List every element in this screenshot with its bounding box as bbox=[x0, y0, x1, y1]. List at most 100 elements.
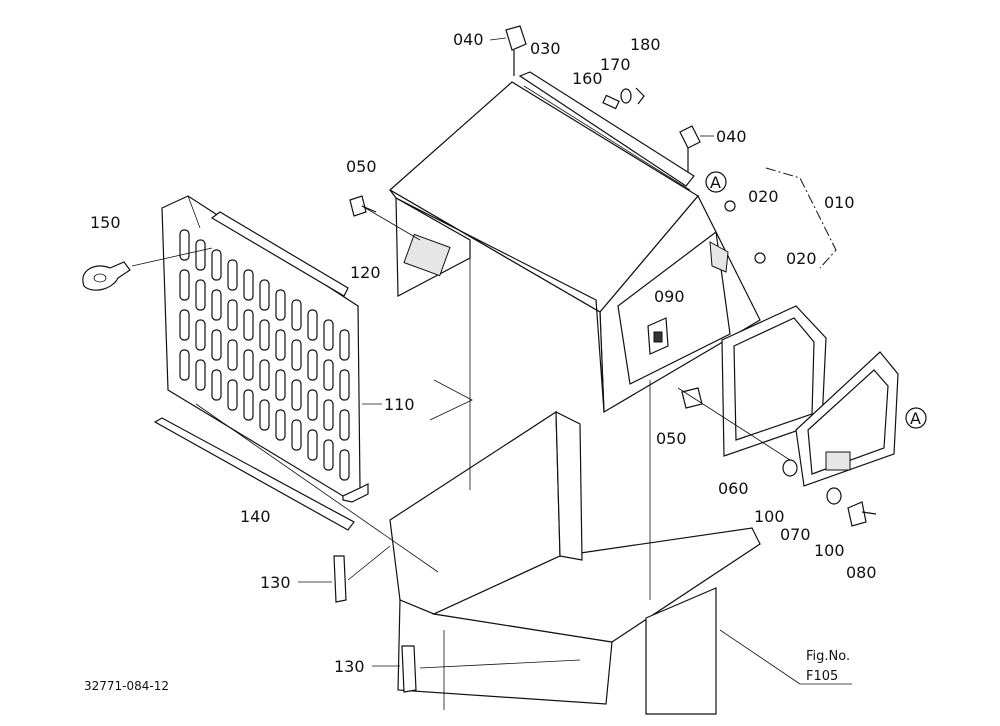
callout-090: 090 bbox=[654, 287, 685, 306]
grille-slot bbox=[211, 329, 222, 361]
top-cover bbox=[388, 81, 761, 414]
leader-lines bbox=[131, 205, 791, 669]
grille-slot bbox=[179, 309, 190, 341]
grille-slot bbox=[195, 319, 206, 351]
svg-text:A: A bbox=[910, 409, 921, 428]
callout-010: 010 bbox=[824, 193, 855, 212]
figure-reference: Fig.No. F105 bbox=[719, 629, 852, 685]
grille-panel bbox=[161, 195, 369, 503]
grille-slot bbox=[227, 339, 238, 371]
bolt-160 bbox=[602, 94, 620, 110]
grille-slot bbox=[259, 399, 270, 431]
grille-slot bbox=[211, 369, 222, 401]
grille-slot bbox=[339, 409, 350, 441]
callout-080: 080 bbox=[846, 563, 877, 582]
grille-slot bbox=[307, 389, 318, 421]
callout-150: 150 bbox=[90, 213, 121, 232]
grille-slot bbox=[195, 359, 206, 391]
callout-040a: 040 bbox=[453, 30, 484, 49]
grille-slot bbox=[291, 299, 302, 331]
svg-text:A: A bbox=[710, 173, 721, 192]
grille-slot bbox=[259, 359, 270, 391]
grille-slot bbox=[227, 259, 238, 291]
grille-slot bbox=[259, 279, 270, 311]
grille-slot bbox=[195, 239, 206, 271]
pad-130-lower bbox=[401, 645, 417, 693]
grille-slot bbox=[243, 349, 254, 381]
grille-slot bbox=[291, 419, 302, 451]
callout-120: 120 bbox=[350, 263, 381, 282]
grille-slot bbox=[307, 429, 318, 461]
washer-100-b bbox=[826, 487, 842, 505]
grille-slot bbox=[211, 289, 222, 321]
bolt-050-right bbox=[681, 387, 703, 409]
callout-060: 060 bbox=[718, 479, 749, 498]
callout-070: 070 bbox=[780, 525, 811, 544]
grille-slot bbox=[291, 379, 302, 411]
seal-strip-140 bbox=[153, 417, 355, 531]
grille-slot bbox=[243, 389, 254, 421]
frame-base bbox=[389, 410, 761, 715]
callout-140: 140 bbox=[240, 507, 271, 526]
grille-slot bbox=[243, 269, 254, 301]
grille-slot bbox=[291, 339, 302, 371]
stud-020-a bbox=[724, 200, 736, 212]
grille-slot bbox=[339, 329, 350, 361]
grille-slot bbox=[275, 369, 286, 401]
callout-020b: 020 bbox=[786, 249, 817, 268]
washer-100-a bbox=[782, 459, 798, 477]
callout-040b: 040 bbox=[716, 127, 747, 146]
assembly-bracket-010 bbox=[765, 167, 837, 269]
callout-050a: 050 bbox=[346, 157, 377, 176]
seal-strip-120 bbox=[210, 211, 349, 297]
callout-050b: 050 bbox=[656, 429, 687, 448]
grille-slot bbox=[227, 379, 238, 411]
wing-knob-080 bbox=[847, 501, 877, 527]
callout-130a: 130 bbox=[260, 573, 291, 592]
grille-slot bbox=[179, 269, 190, 301]
grille-slot bbox=[323, 359, 334, 391]
knob-040-right bbox=[679, 125, 701, 172]
drawing-number: 32771-084-12 bbox=[84, 679, 169, 693]
grille-slot bbox=[275, 289, 286, 321]
grille-slots bbox=[179, 229, 350, 481]
callout-030: 030 bbox=[530, 39, 561, 58]
ref-mark-a-right: A bbox=[905, 407, 927, 429]
grille-slot bbox=[227, 299, 238, 331]
callout-110: 110 bbox=[384, 395, 415, 414]
bolt-050-left bbox=[349, 195, 377, 217]
grille-slot bbox=[259, 319, 270, 351]
grille-slot bbox=[323, 399, 334, 431]
svg-text:Fig.No.: Fig.No. bbox=[806, 649, 850, 664]
washer-170 bbox=[620, 88, 632, 104]
latch-090 bbox=[647, 317, 669, 355]
callout-130b: 130 bbox=[334, 657, 365, 676]
grille-slot bbox=[179, 349, 190, 381]
ref-mark-a-top: A bbox=[705, 171, 727, 193]
callout-labels: 040 030 160 170 180 040 050 020 010 020 … bbox=[90, 30, 877, 676]
grille-slot bbox=[339, 369, 350, 401]
grille-slot bbox=[179, 229, 190, 261]
pad-130-upper bbox=[333, 555, 347, 603]
knob-040-top bbox=[505, 25, 527, 76]
stud-020-b bbox=[754, 252, 766, 264]
rail-030 bbox=[518, 71, 695, 187]
door-070 bbox=[795, 351, 899, 487]
svg-text:F105: F105 bbox=[806, 669, 838, 684]
grille-slot bbox=[275, 329, 286, 361]
grille-slot bbox=[323, 439, 334, 471]
grille-slot bbox=[243, 309, 254, 341]
grille-slot bbox=[323, 319, 334, 351]
grille-slot bbox=[307, 349, 318, 381]
grille-slot bbox=[339, 449, 350, 481]
grille-slot bbox=[211, 249, 222, 281]
grille-slot bbox=[195, 279, 206, 311]
callout-170: 170 bbox=[600, 55, 631, 74]
grille-slot bbox=[307, 309, 318, 341]
latch-pin-150 bbox=[82, 261, 131, 291]
callout-100b: 100 bbox=[814, 541, 845, 560]
door-frame-060 bbox=[721, 305, 827, 457]
callout-100a: 100 bbox=[754, 507, 785, 526]
clip-180 bbox=[635, 87, 645, 105]
